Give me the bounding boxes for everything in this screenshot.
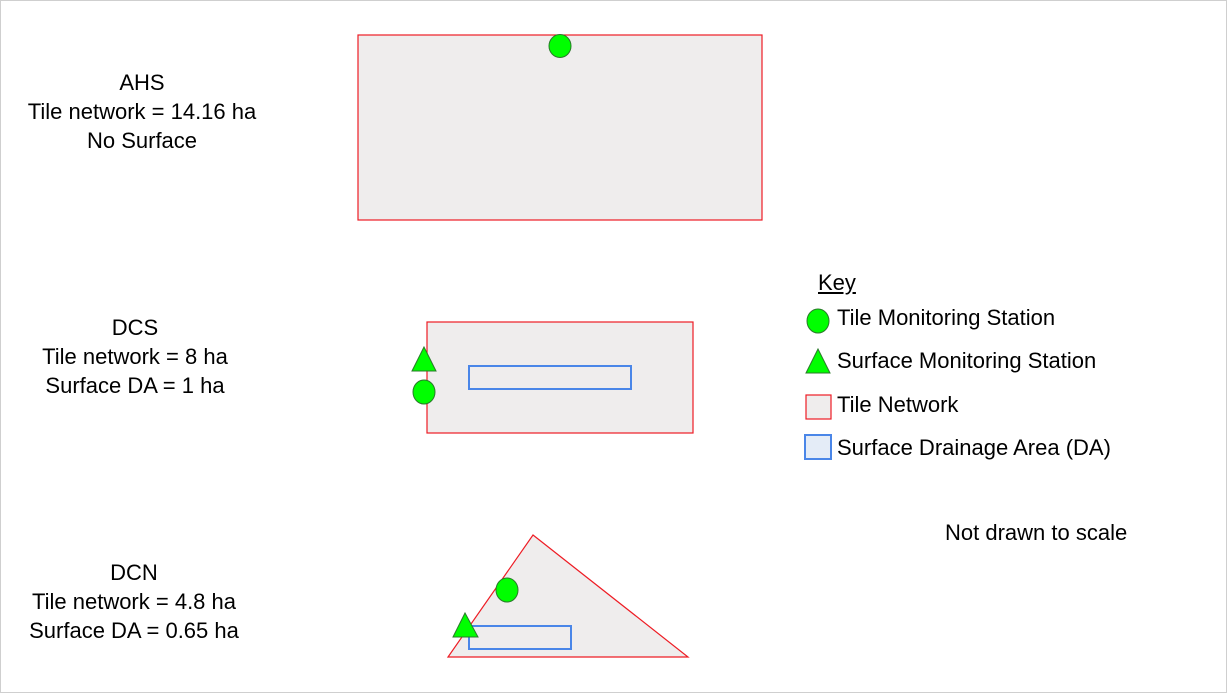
- key-item-tile-station: Tile Monitoring Station: [837, 305, 1056, 330]
- key-surface-station-icon: [805, 347, 831, 374]
- scale-note: Not drawn to scale: [945, 520, 1128, 545]
- key-item-surface-station: Surface Monitoring Station: [837, 348, 1097, 373]
- ahs-label: AHS Tile network = 14.16 ha No Surface: [0, 68, 287, 155]
- dcs-surface-area: Surface DA = 1 ha: [45, 373, 225, 398]
- dcn-surface-area: Surface DA = 0.65 ha: [29, 618, 239, 643]
- ahs-surface-area: No Surface: [86, 128, 198, 153]
- ahs-tile-area: Tile network = 14.16 ha: [27, 99, 257, 124]
- dcn-surface-station-icon: [452, 611, 479, 638]
- key-item-tile-network: Tile Network: [837, 392, 959, 417]
- key-item-drainage-area: Surface Drainage Area (DA): [837, 435, 1111, 460]
- dcn-tile-area: Tile network = 4.8 ha: [31, 589, 236, 614]
- dcs-surface-drainage-area: [468, 365, 632, 390]
- key-title: Key: [818, 270, 856, 295]
- key-tile-network-icon: [805, 394, 832, 420]
- ahs-tile-station-icon: [548, 34, 572, 58]
- dcn-tile-station-icon: [495, 577, 519, 603]
- dcs-name: DCS: [111, 315, 159, 340]
- key-drainage-area-icon: [804, 434, 832, 460]
- dcn-label: DCN Tile network = 4.8 ha Surface DA = 0…: [0, 558, 279, 645]
- dcs-label: DCS Tile network = 8 ha Surface DA = 1 h…: [0, 313, 280, 400]
- dcs-tile-station-icon: [412, 379, 436, 405]
- dcs-tile-area: Tile network = 8 ha: [42, 344, 228, 369]
- key-tile-station-icon: [806, 308, 830, 334]
- dcs-surface-station-icon: [411, 345, 437, 372]
- dcn-tile-network: [446, 534, 690, 658]
- dcs-tile-network: [426, 321, 694, 434]
- ahs-tile-network: [357, 34, 763, 221]
- ahs-name: AHS: [119, 70, 165, 95]
- dcn-name: DCN: [110, 560, 158, 585]
